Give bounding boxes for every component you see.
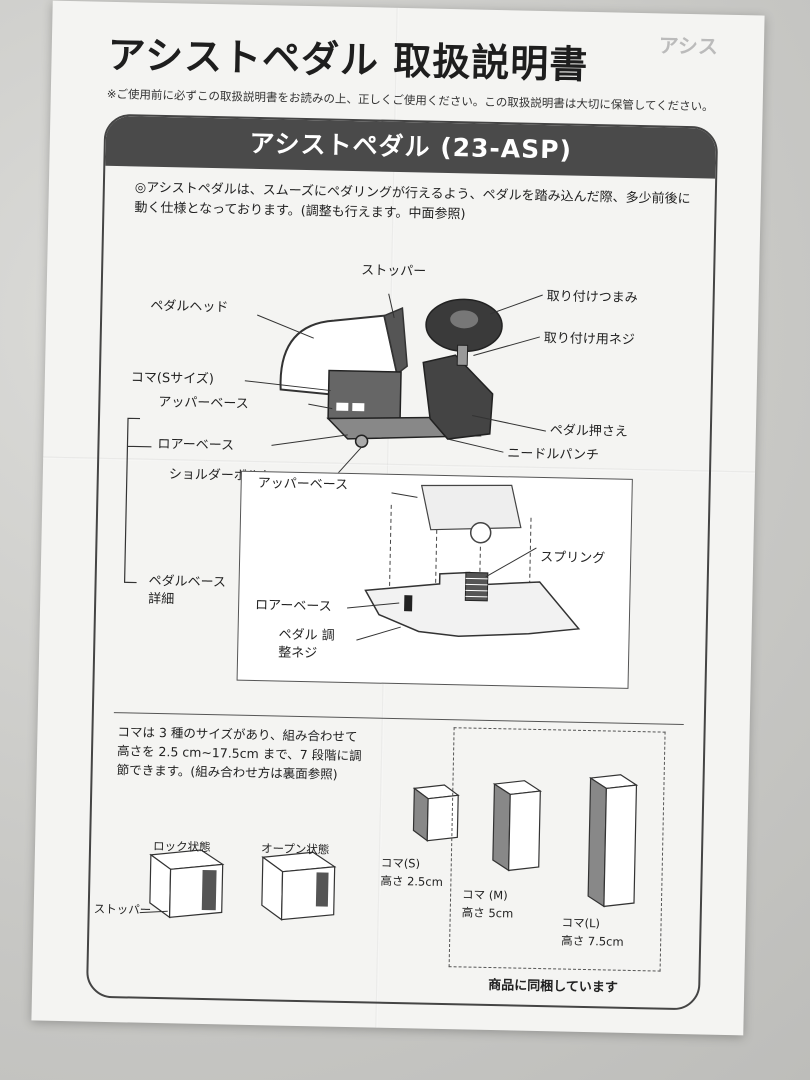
koma-m-name: コマ (M) (461, 887, 508, 903)
koma-s-name: コマ(S) (380, 855, 421, 871)
leader-upper (308, 403, 333, 410)
label-lower-base: ロアーベース (157, 436, 235, 454)
koma-s-block (327, 369, 402, 421)
detail-lower-base-shape (364, 571, 581, 638)
lock-state-label: ロック状態 (152, 838, 211, 855)
shoulder-bolt-shape (354, 434, 369, 448)
leader-koma (244, 380, 331, 392)
label-pedal-head: ペダルヘッド (150, 298, 229, 316)
base-detail-inset: アッパーベース スプリング ロアーベース ペダル 調整ネジ (236, 470, 633, 689)
detail-spring-shape (464, 571, 489, 602)
included-note: 商品に同梱しています (488, 977, 618, 996)
usage-note: ※ご使用前に必ずこの取扱説明書をお読みの上、正しくご使用ください。この取扱説明書… (106, 86, 714, 114)
koma-l-height: 高さ 7.5cm (561, 933, 624, 949)
leader-holder (472, 415, 546, 432)
base-bracket (123, 417, 152, 584)
label-pedal-holder: ペダル押さえ (549, 423, 629, 440)
koma-m-height: 高さ 5cm (461, 905, 514, 921)
open-state-label: オープン状態 (260, 841, 330, 857)
included-items-box (448, 727, 666, 972)
koma-s-height: 高さ 2.5cm (380, 873, 444, 890)
label-koma-s: コマ(Sサイズ) (130, 370, 215, 388)
pedal-illustration (123, 293, 546, 584)
detail-label-adjust: ペダル 調整ネジ (277, 627, 335, 662)
label-upper-base: アッパーベース (158, 394, 249, 412)
instruction-sheet: アシス アシストペダル 取扱説明書 ※ご使用前に必ずこの取扱説明書をお読みの上、… (31, 0, 765, 1036)
stopper-bottom-label: ストッパー (93, 901, 152, 917)
detail-upper-base-shape (420, 484, 522, 531)
mount-screw-shape (456, 344, 469, 366)
pedal-head-side (383, 306, 408, 376)
leader-lower (271, 434, 348, 446)
label-stopper: ストッパー (361, 263, 427, 280)
label-needle-punch: ニードルパンチ (507, 446, 600, 464)
detail-screw-shape (404, 595, 413, 612)
detail-label-spring: スプリング (540, 549, 606, 567)
detail-label-upper: アッパーベース (257, 476, 349, 493)
leader-stopper (388, 293, 395, 318)
product-frame: アシストペダル (23-ASP) ◎アシストペダルは、スムーズにペダリングが行え… (85, 113, 719, 1011)
leader-pedal-head (257, 314, 314, 339)
ghost-tag: アシス (658, 33, 719, 59)
label-mount-screw: 取り付け用ネジ (543, 331, 635, 348)
label-mount-knob: 取り付けつまみ (546, 289, 638, 306)
leader-knob (490, 294, 543, 315)
base-detail-drawing (347, 484, 581, 641)
page-title: アシストペダル 取扱説明書 (107, 32, 589, 87)
leader-needle (447, 438, 504, 453)
detail-label-lower: ロアーベース (254, 598, 332, 615)
label-pedal-base-detail: ペダルベース 詳細 (148, 573, 227, 608)
koma-l-name: コマ(L) (561, 915, 601, 931)
leader-bolt (334, 446, 362, 478)
koma-description: コマは 3 種のサイズがあり、組み合わせて高さを 2.5 cm~17.5cm ま… (116, 724, 362, 782)
leader-screw (473, 336, 540, 357)
clamp-body (422, 354, 494, 440)
